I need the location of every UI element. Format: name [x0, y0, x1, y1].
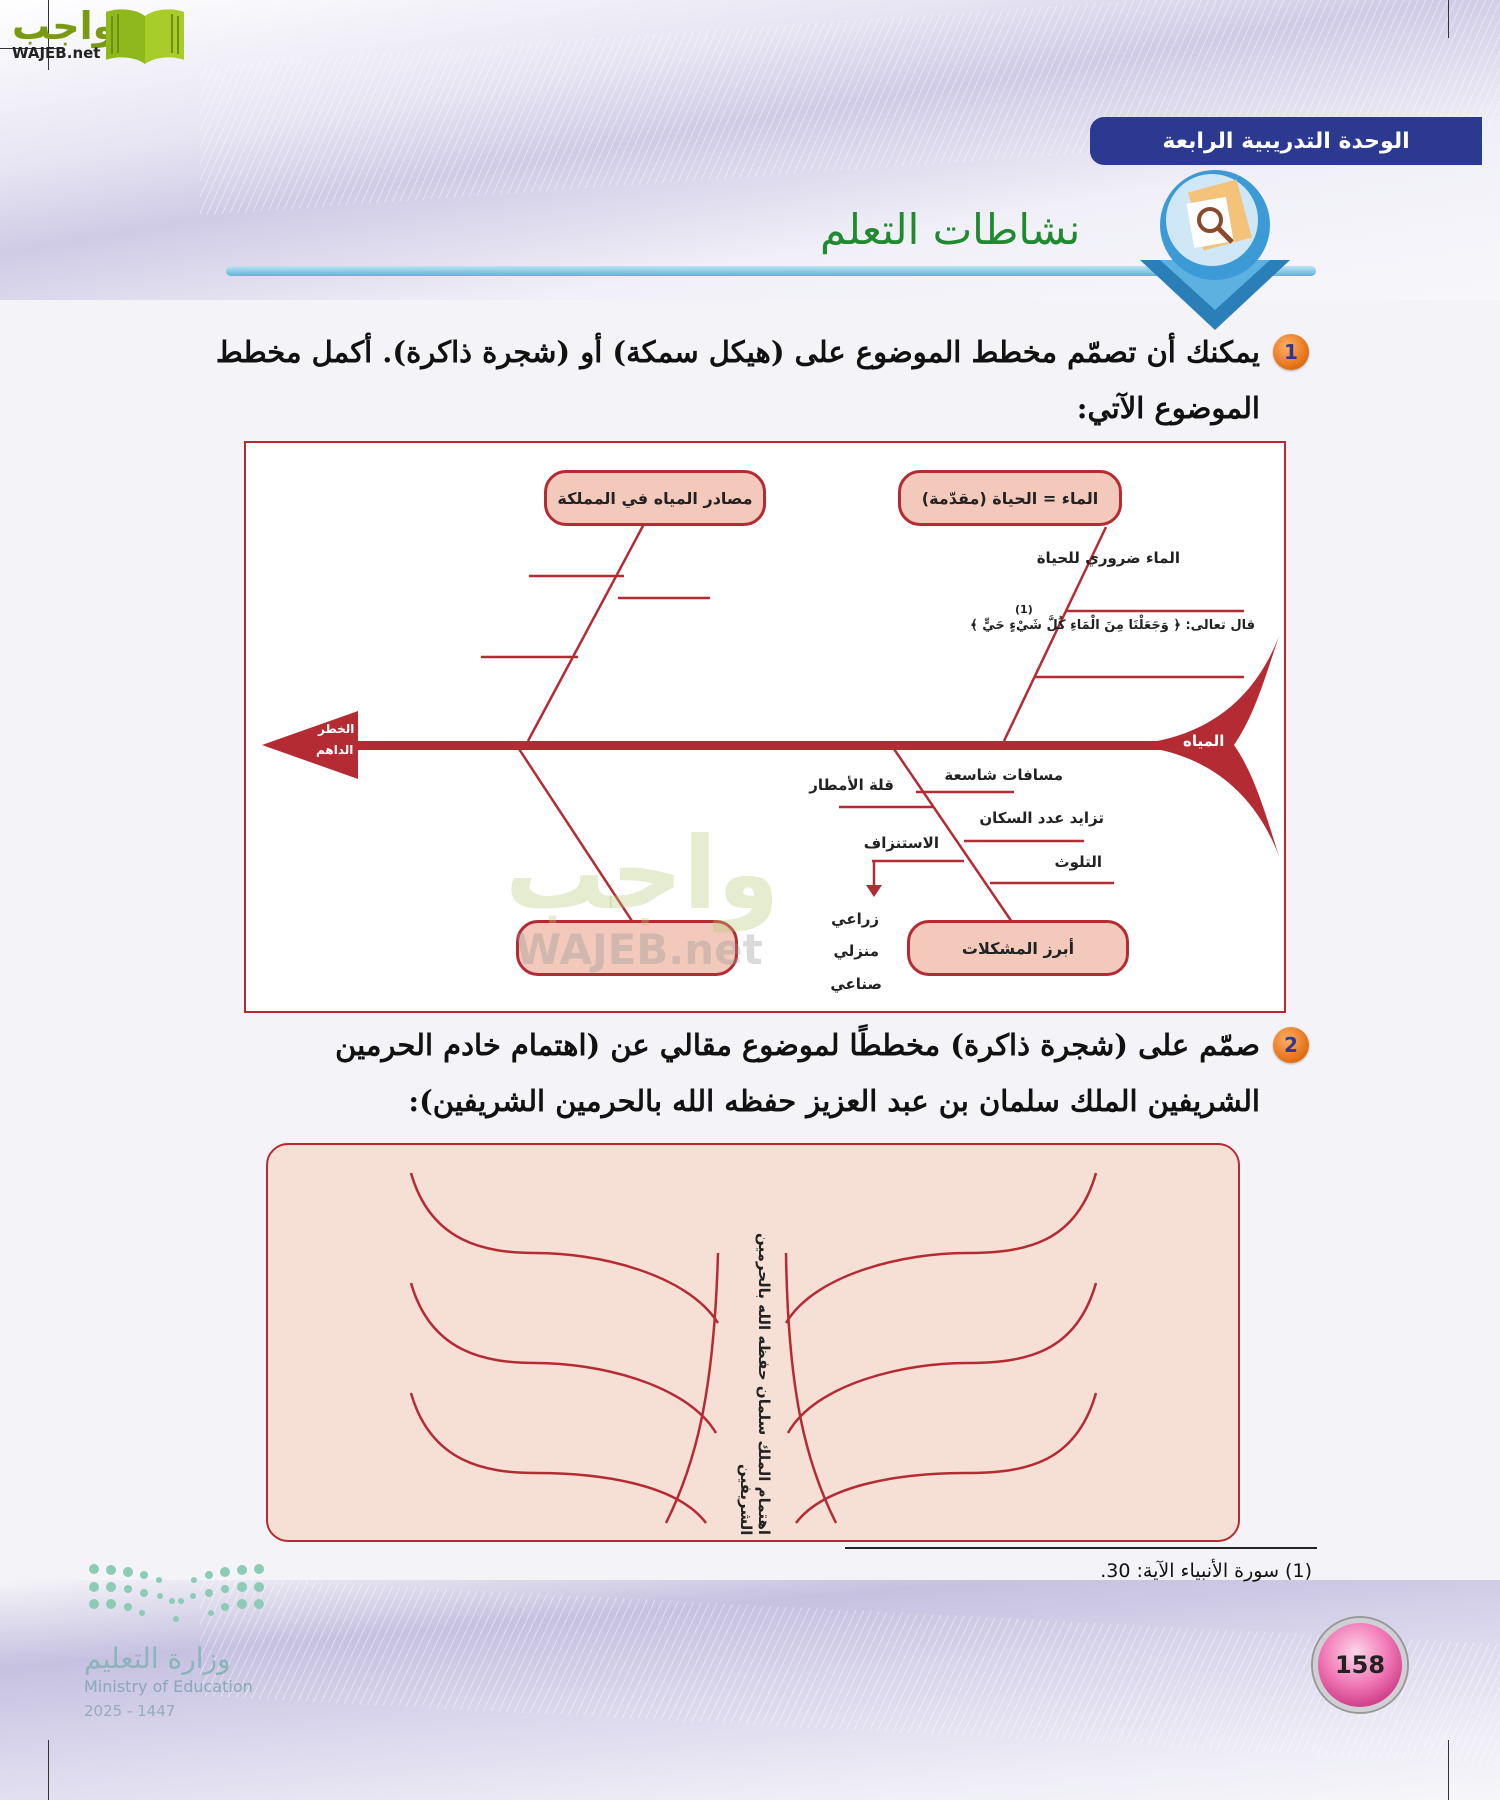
box-label: أبرز المشكلات	[961, 938, 1075, 958]
fishbone-item: الماء ضروري للحياة	[1036, 549, 1180, 567]
crop-mark	[48, 1740, 49, 1800]
logo-arabic: واجب	[12, 4, 117, 48]
question-2-text: صمّم على (شجرة ذاكرة) مخططًا لموضوع مقال…	[335, 1028, 1260, 1118]
edition-year: 2025 - 1447	[84, 1702, 176, 1720]
footnote-divider	[845, 1547, 1317, 1549]
fish-tail-label-1: الخطر	[318, 722, 355, 736]
fishbone-item: تزايد عدد السكان	[979, 809, 1104, 827]
depletion-type: صناعي	[830, 975, 882, 993]
footnote-marker: (1)	[1015, 603, 1033, 616]
unit-title: الوحدة التدريبية الرابعة	[1162, 128, 1410, 154]
section-title-underline	[226, 266, 1316, 276]
section-title: نشاطات التعلم	[820, 205, 1081, 254]
depletion-type: منزلي	[833, 942, 879, 960]
ministry-name-arabic: وزارة التعليم	[84, 1642, 231, 1675]
memory-tree-diagram	[409, 1172, 1098, 1524]
footnote-text: (1) سورة الأنبياء الآية: 30.	[1100, 1560, 1312, 1582]
fishbone-diagram-frame	[244, 441, 1286, 1013]
box-label: الماء = الحياة (مقدّمة)	[921, 488, 1099, 508]
logo-english: WAJEB.net	[12, 44, 101, 62]
unit-banner: الوحدة التدريبية الرابعة	[1090, 117, 1482, 165]
crop-mark	[48, 0, 49, 70]
fishbone-diagram	[262, 523, 1279, 926]
question-number-badge: 1	[1273, 334, 1309, 370]
fishbone-box-main-problems: أبرز المشكلات	[907, 920, 1129, 976]
box-label: مصادر المياه في المملكة	[557, 488, 753, 508]
fish-head-label: المياه	[1183, 732, 1225, 750]
book-logo-icon	[106, 9, 184, 64]
watermark-arabic: واجب	[505, 815, 780, 932]
page-number-badge: 158	[1313, 1618, 1407, 1712]
fishbone-box-introduction: الماء = الحياة (مقدّمة)	[898, 470, 1122, 526]
watermark-english: WAJEB.net	[515, 925, 763, 974]
depletion-type: زراعي	[831, 910, 879, 928]
crop-mark	[1448, 0, 1449, 38]
ministry-logo-icon	[89, 1564, 264, 1622]
fishbone-item: قلة الأمطار	[809, 776, 894, 794]
fishbone-item: مسافات شاسعة	[944, 766, 1063, 784]
fishbone-item-quran-verse: قال تعالى: ﴿ وَجَعَلْنَا مِنَ الْمَاءِ ك…	[970, 618, 1255, 633]
crop-mark	[0, 48, 60, 49]
folder-magnifier-icon	[1140, 170, 1290, 330]
fishbone-box-empty[interactable]	[516, 920, 738, 976]
footer-background	[0, 1580, 1500, 1800]
fish-tail-label-2: الداهم	[316, 743, 354, 757]
fishbone-item: التلوث	[1054, 853, 1103, 871]
ministry-name-english: Ministry of Education	[84, 1677, 253, 1696]
question-1-text: يمكنك أن تصمّم مخطط الموضوع على (هيكل سم…	[215, 335, 1260, 425]
fishbone-box-water-sources: مصادر المياه في المملكة	[544, 470, 766, 526]
crop-mark	[1448, 1740, 1449, 1800]
question-number-badge: 2	[1273, 1027, 1309, 1063]
fishbone-item: الاستنزاف	[863, 834, 939, 852]
memory-tree-trunk-label: اهتمام الملك سلمان حفظه الله بالحرمين ال…	[737, 1233, 773, 1535]
